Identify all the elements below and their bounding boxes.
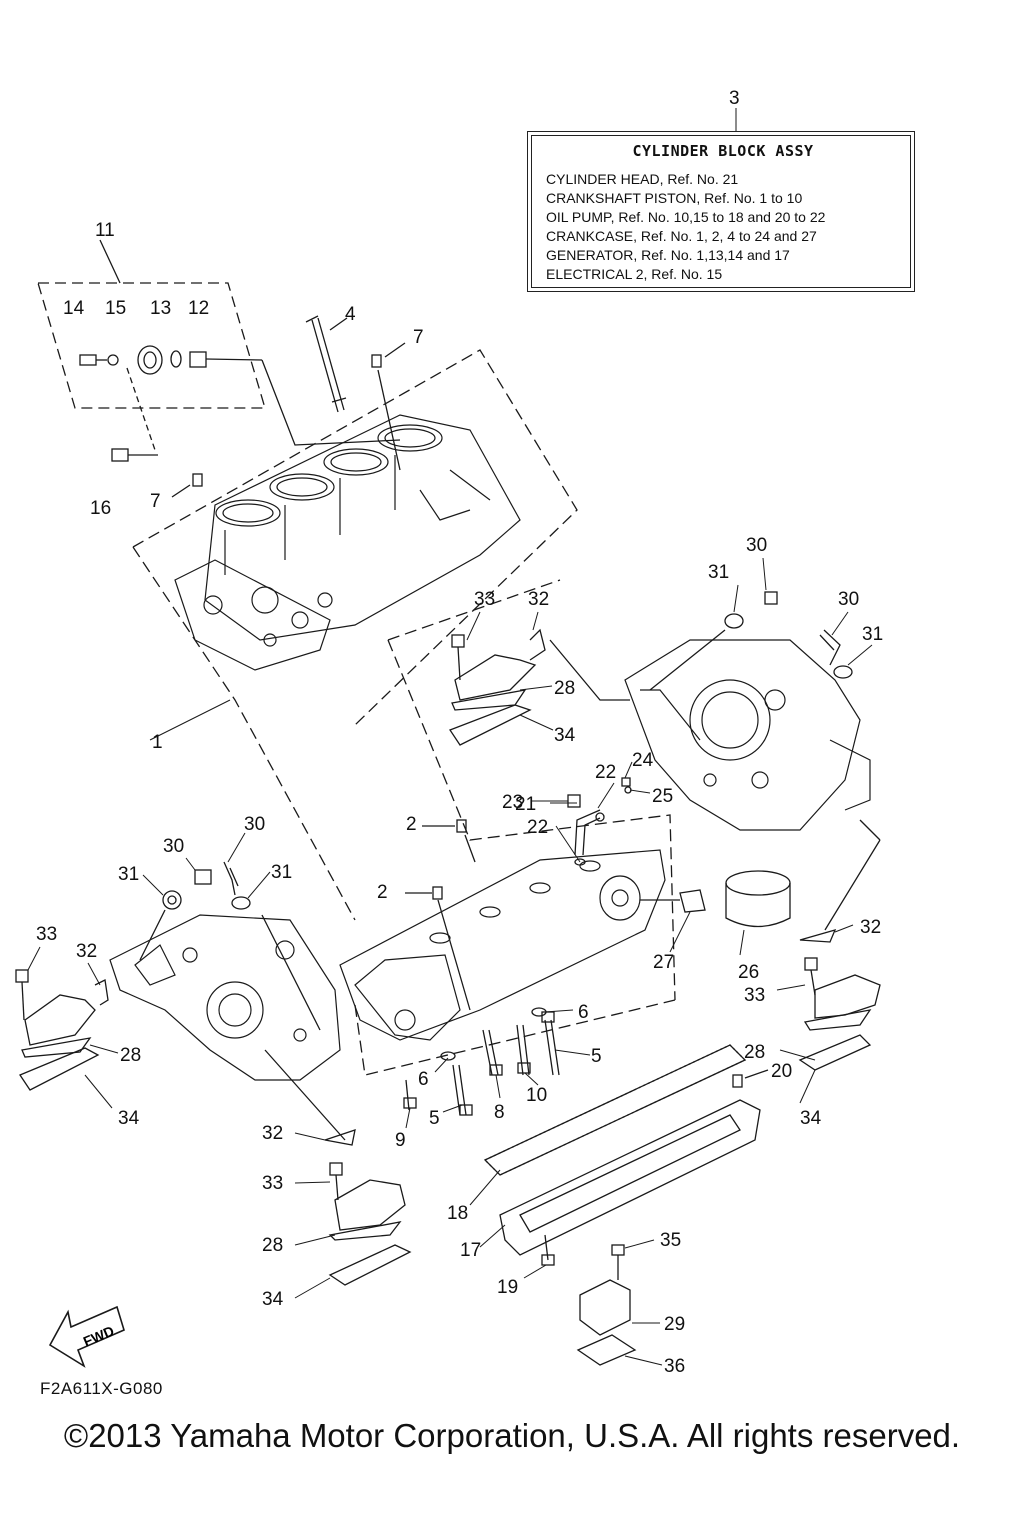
callout-36: 36 [664, 1356, 685, 1377]
oil-pan-gasket [483, 1044, 747, 1176]
oil-pressure-parts [79, 345, 401, 462]
info-line-electrical: ELECTRICAL 2, Ref. No. 15 [546, 266, 723, 282]
crankcase-dashed-outline [387, 639, 676, 1001]
info-line-generator: GENERATOR, Ref. No. 1,13,14 and 17 [546, 247, 790, 263]
plate-36 [576, 1334, 637, 1366]
callout-28: 28 [554, 678, 575, 699]
callout-2: 2 [406, 814, 417, 835]
callout-8: 8 [494, 1102, 505, 1123]
info-line-oil-pump: OIL PUMP, Ref. No. 10,15 to 18 and 20 to… [546, 209, 826, 225]
callout-12: 12 [188, 298, 209, 319]
callout-26: 26 [738, 962, 759, 983]
engine-mount-right [798, 929, 881, 1071]
callout-9: 9 [395, 1130, 406, 1151]
engine-mount-bottom [324, 1129, 412, 1286]
callout-17: 17 [460, 1240, 481, 1261]
mount-29 [579, 1279, 631, 1336]
callout-14: 14 [63, 298, 85, 319]
group-11-dashed-outline [37, 282, 266, 409]
oil-filter [725, 870, 791, 928]
oil-pan [499, 1099, 761, 1256]
fwd-arrow-icon [48, 1305, 125, 1368]
cylinder-block [174, 414, 521, 671]
callout-32: 32 [528, 589, 549, 610]
callout-1: 1 [152, 732, 163, 753]
diagram-code: F2A611X-G080 [40, 1379, 163, 1398]
callout-3: 3 [729, 88, 740, 109]
copyright-notice: ©2013 Yamaha Motor Corporation, U.S.A. A… [63, 1417, 961, 1454]
callout-32d: 32 [262, 1123, 283, 1144]
callout-21: 21 [515, 794, 536, 815]
callout-33c: 33 [744, 985, 765, 1006]
callout-32b: 32 [76, 941, 97, 962]
callout-2b: 2 [377, 882, 388, 903]
callout-33d: 33 [262, 1173, 283, 1194]
callout-34b: 34 [118, 1108, 140, 1129]
callout-28d: 28 [262, 1235, 283, 1256]
callout-15: 15 [105, 298, 126, 319]
callout-19: 19 [497, 1277, 518, 1298]
callout-35: 35 [660, 1230, 681, 1251]
info-box-title: CYLINDER BLOCK ASSY [632, 142, 814, 160]
callout-31d: 31 [271, 862, 292, 883]
callout-32c: 32 [860, 917, 881, 938]
crankcase-lower [339, 849, 666, 1041]
callout-5: 5 [591, 1046, 602, 1067]
callout-24: 24 [632, 750, 654, 771]
generator-cover [624, 639, 871, 831]
callout-11: 11 [95, 220, 115, 241]
callout-labels: 11 14 15 13 12 4 7 16 7 1 33 32 28 34 30… [36, 88, 883, 1377]
callout-34c: 34 [800, 1108, 822, 1129]
callout-20: 20 [771, 1061, 792, 1082]
callout-27: 27 [653, 952, 674, 973]
callout-23: 23 [502, 792, 523, 813]
callout-31c: 31 [118, 864, 139, 885]
info-line-crankcase: CRANKCASE, Ref. No. 1, 2, 4 to 24 and 27 [546, 228, 817, 244]
callout-10: 10 [526, 1085, 547, 1106]
callout-34d: 34 [262, 1289, 284, 1310]
callout-13: 13 [150, 298, 171, 319]
callout-4: 4 [345, 304, 356, 325]
callout-16: 16 [90, 498, 111, 519]
callout-18: 18 [447, 1203, 468, 1224]
callout-33: 33 [474, 589, 495, 610]
callout-30c: 30 [163, 836, 184, 857]
callout-31b: 31 [862, 624, 883, 645]
cylinder-block-dashed-outline [132, 349, 578, 726]
crankcase-bolts [403, 1007, 560, 1116]
callout-34: 34 [554, 725, 576, 746]
callout-25: 25 [652, 786, 673, 807]
callout-22b: 22 [527, 817, 548, 838]
callout-28b: 28 [120, 1045, 141, 1066]
callout-6b: 6 [418, 1069, 429, 1090]
callout-22: 22 [595, 762, 616, 783]
callout-28c: 28 [744, 1042, 765, 1063]
callout-29: 29 [664, 1314, 685, 1335]
callout-5b: 5 [429, 1108, 440, 1129]
callout-30b: 30 [838, 589, 859, 610]
info-line-cylinder-head: CYLINDER HEAD, Ref. No. 21 [546, 171, 739, 187]
callout-31: 31 [708, 562, 729, 583]
engine-mount-left-top [449, 628, 546, 746]
callout-7: 7 [413, 327, 424, 348]
callout-7b: 7 [150, 491, 161, 512]
leader-lines [27, 108, 873, 1366]
engine-mount-left [15, 969, 109, 1091]
oil-filter-fitting [679, 889, 706, 913]
crankcase-cover-left [109, 914, 341, 1081]
callout-30d: 30 [244, 814, 265, 835]
cylinder-block-assy-box: CYLINDER BLOCK ASSY CYLINDER HEAD, Ref. … [527, 131, 915, 292]
callout-33b: 33 [36, 924, 57, 945]
callout-6: 6 [578, 1002, 589, 1023]
callout-30: 30 [746, 535, 767, 556]
info-box-inner: CYLINDER BLOCK ASSY CYLINDER HEAD, Ref. … [531, 135, 911, 288]
info-line-crankshaft-piston: CRANKSHAFT PISTON, Ref. No. 1 to 10 [546, 190, 803, 206]
fwd-label: FWD [81, 1322, 117, 1349]
